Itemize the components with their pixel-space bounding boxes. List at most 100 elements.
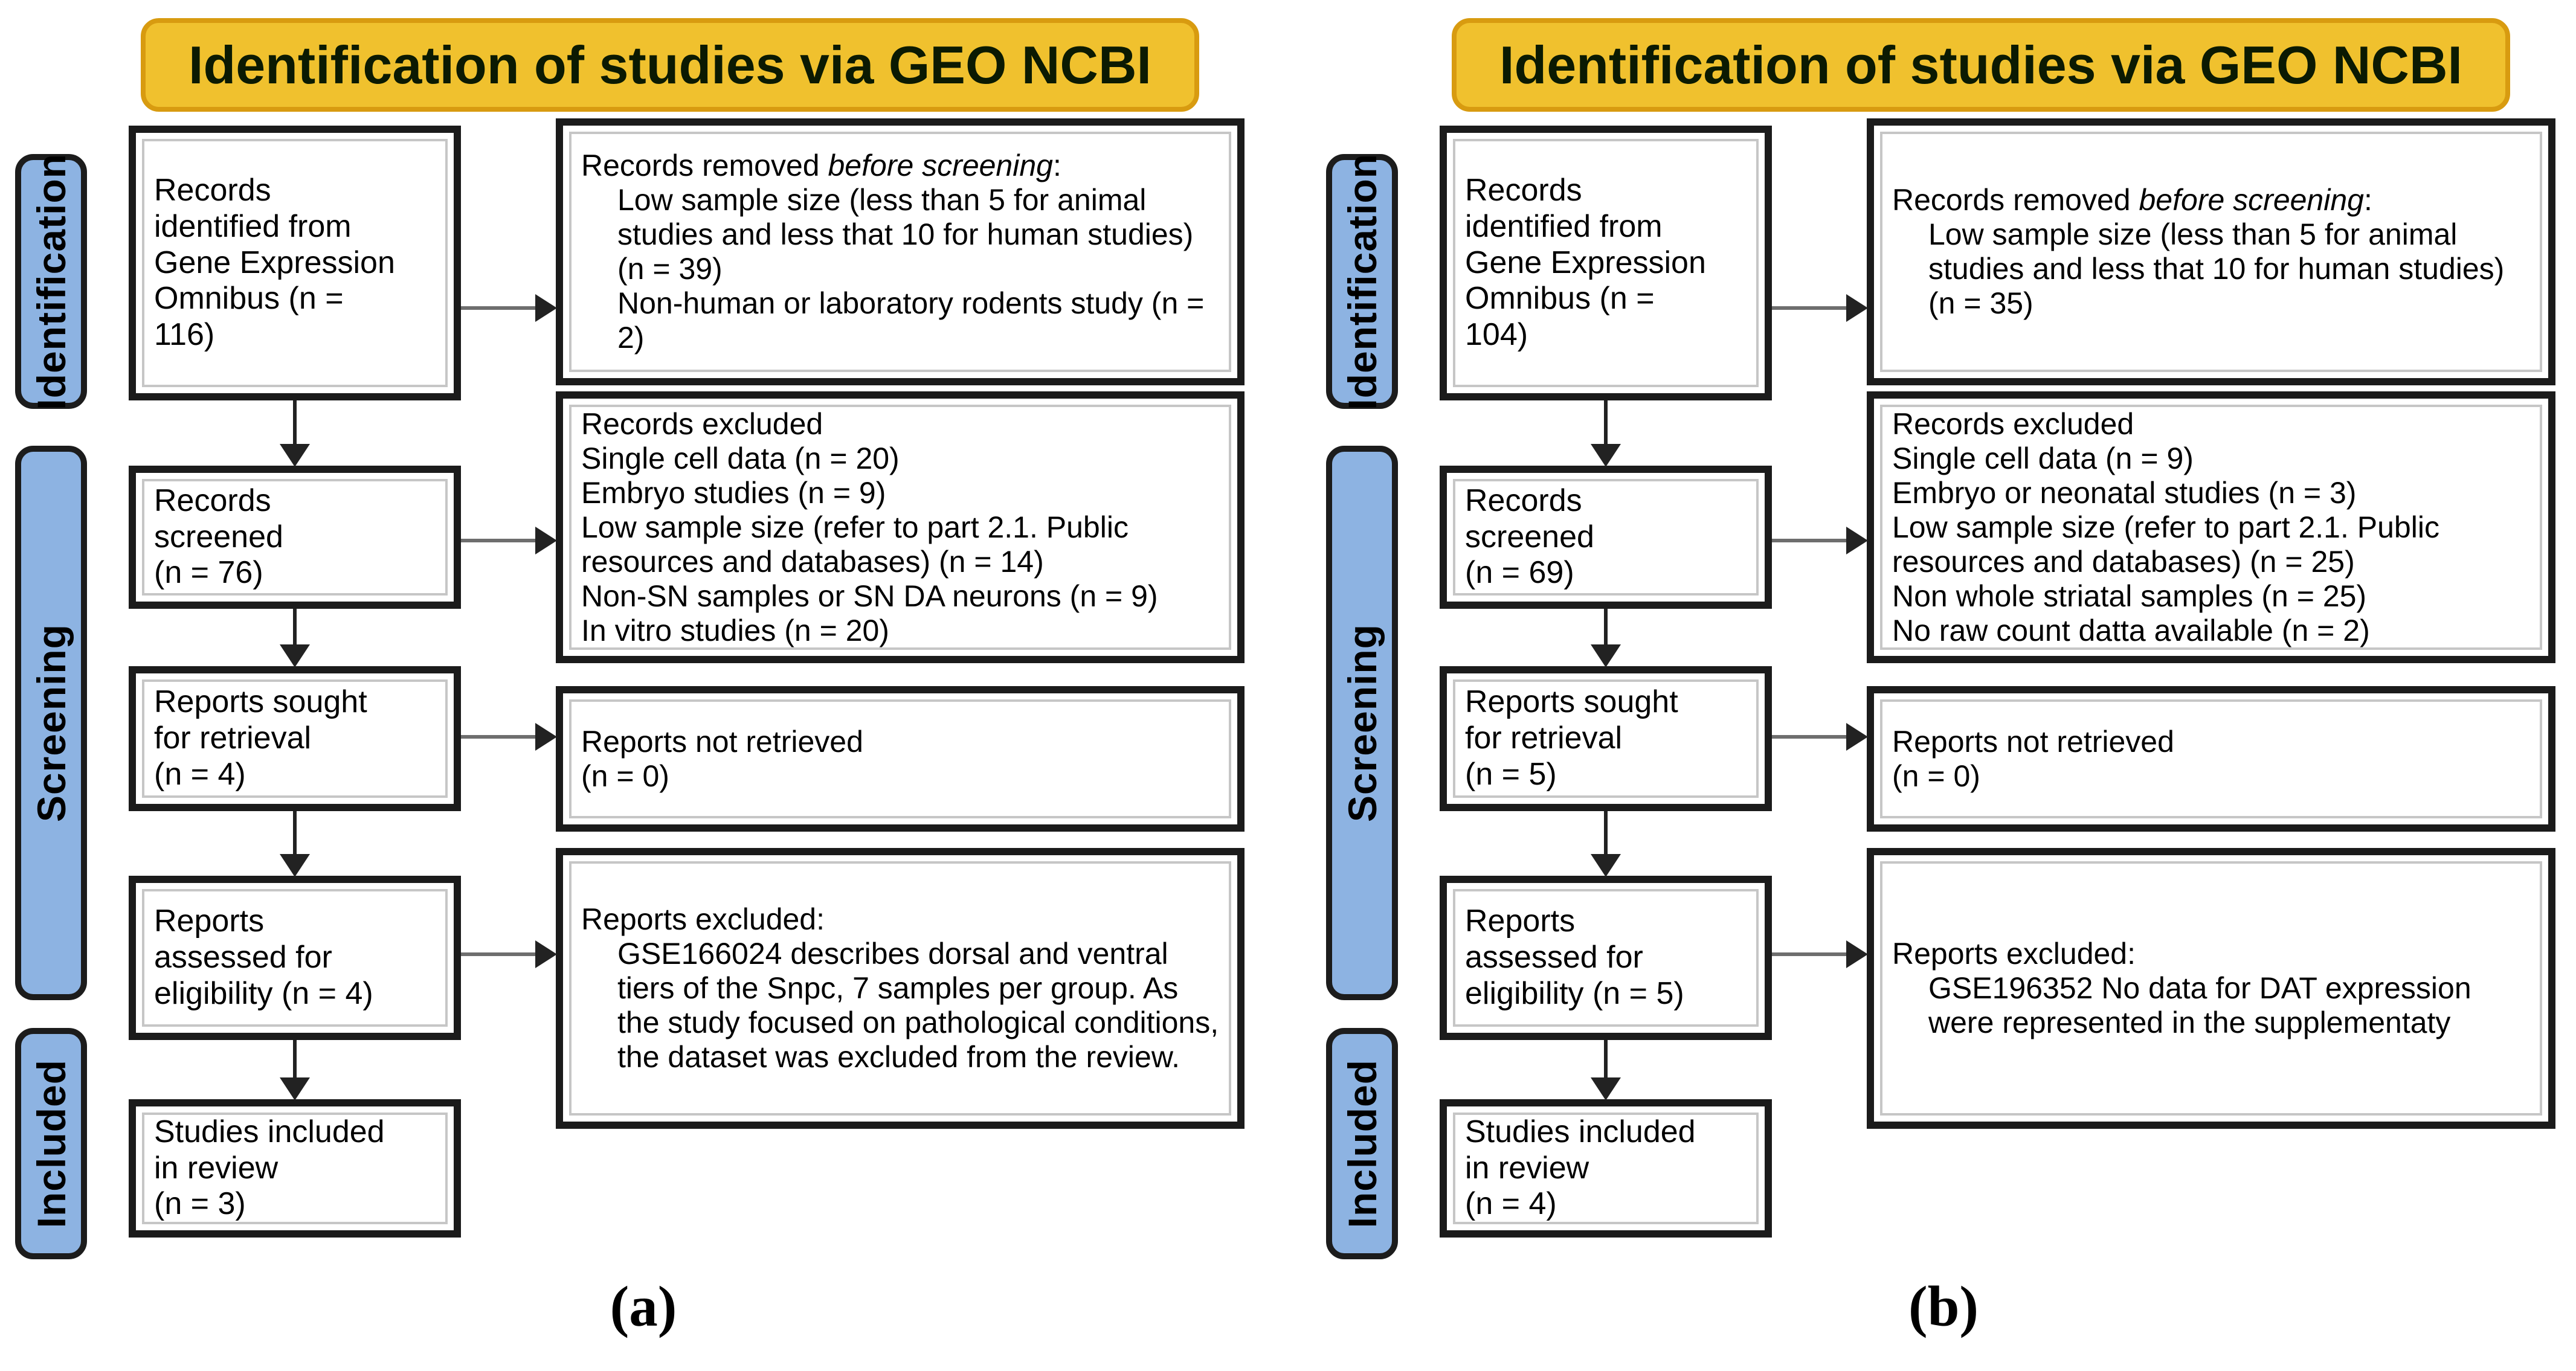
side-box-inner: Records removed before screening: Low sa… [569, 132, 1231, 372]
flow-box-reports-assessed: Reports assessed for eligibility (n = 5) [1440, 876, 1772, 1040]
records-excluded-item: Embryo or neonatal studies (n = 3) [1892, 475, 2357, 510]
records-screened-text: Records screened (n = 76) [154, 483, 283, 591]
side-box-inner: Records excluded Single cell data (n = 2… [569, 405, 1231, 650]
flow-box-inner: Reports sought for retrieval (n = 4) [142, 679, 448, 798]
arrow-identified-to-screened [1604, 400, 1608, 444]
stage-label-identification: Identification [1326, 153, 1398, 410]
caption-a: (a) [610, 1274, 677, 1338]
records-excluded-item: Embryo studies (n = 9) [581, 475, 886, 510]
records-excluded-title: Records excluded [581, 406, 823, 441]
flow-box-records-identified: Records identified from Gene Expression … [129, 126, 461, 400]
flow-box-reports-sought: Reports sought for retrieval (n = 4) [129, 666, 461, 811]
records-identified-text: Records identified from Gene Expression … [1465, 173, 1706, 353]
flow-box-reports-sought: Reports sought for retrieval (n = 5) [1440, 666, 1772, 811]
arrow-screened-to-excluded [1772, 539, 1846, 542]
records-removed-title-em: before screening [828, 149, 1053, 182]
records-excluded-item: No raw count datta available (n = 2) [1892, 613, 2370, 647]
records-excluded-title: Records excluded [1892, 406, 2134, 441]
flow-box-records-screened: Records screened (n = 69) [1440, 466, 1772, 609]
records-excluded-item: In vitro studies (n = 20) [581, 613, 889, 647]
records-removed-item: Low sample size (less than 5 for animal … [617, 183, 1194, 286]
stage-label-included: Included [15, 1028, 87, 1259]
flow-box-inner: Records identified from Gene Expression … [1453, 139, 1759, 387]
panel-a-title-bar: Identification of studies via GEO NCBI [141, 18, 1199, 112]
side-box-inner: Records removed before screening: Low sa… [1880, 132, 2542, 372]
stage-label-screening: Screening [1326, 446, 1398, 1000]
flow-box-inner: Studies included in review (n = 4) [1453, 1113, 1759, 1224]
side-box-reports-excluded: Reports excluded: GSE196352 No data for … [1867, 848, 2555, 1129]
reports-not-retrieved-text: Reports not retrieved (n = 0) [581, 724, 863, 793]
side-box-reports-excluded: Reports excluded: GSE166024 describes do… [556, 848, 1245, 1129]
panel-b-title-bar: Identification of studies via GEO NCBI [1452, 18, 2510, 112]
flow-box-studies-included: Studies included in review (n = 3) [129, 1099, 461, 1238]
reports-excluded-item: GSE166024 describes dorsal and ventral t… [617, 937, 1219, 1074]
records-identified-text: Records identified from Gene Expression … [154, 173, 395, 353]
flow-box-inner: Records screened (n = 76) [142, 479, 448, 596]
arrow-sought-to-assessed [1604, 811, 1608, 854]
records-removed-title: Records removed before screening: [581, 149, 1219, 183]
arrow-identified-to-removed [1772, 306, 1846, 310]
side-box-records-excluded: Records excluded Single cell data (n = 9… [1867, 391, 2555, 663]
reports-sought-text: Reports sought for retrieval (n = 4) [154, 684, 367, 792]
records-removed-item: Non-human or laboratory rodents study (n… [617, 286, 1205, 355]
reports-excluded-item: GSE196352 No data for DAT expression wer… [1928, 971, 2471, 1039]
side-box-inner: Reports excluded: GSE166024 describes do… [569, 861, 1231, 1116]
records-excluded-item: Non-SN samples or SN DA neurons (n = 9) [581, 579, 1158, 613]
stage-label-identification-text: Identification [1339, 153, 1385, 410]
side-box-inner: Reports not retrieved (n = 0) [569, 699, 1231, 818]
reports-excluded-title: Reports excluded: [1892, 937, 2136, 971]
panel-a: Identification of studies via GEO NCBI I… [0, 0, 1287, 1371]
records-removed-title-post: : [1052, 149, 1061, 182]
panel-b-title: Identification of studies via GEO NCBI [1499, 34, 2462, 95]
records-removed-title: Records removed before screening: [1892, 183, 2530, 217]
side-box-inner: Records excluded Single cell data (n = 9… [1880, 405, 2542, 650]
arrow-sought-to-not-retrieved [461, 735, 535, 739]
flow-box-inner: Reports assessed for eligibility (n = 4) [142, 889, 448, 1027]
records-removed-title-post: : [2363, 183, 2372, 217]
panel-a-title: Identification of studies via GEO NCBI [188, 34, 1151, 95]
stage-label-identification: Identification [15, 153, 87, 410]
reports-assessed-text: Reports assessed for eligibility (n = 4) [154, 904, 373, 1011]
flow-box-reports-assessed: Reports assessed for eligibility (n = 4) [129, 876, 461, 1040]
side-box-records-removed: Records removed before screening: Low sa… [1867, 118, 2555, 385]
arrow-assessed-to-included [293, 1040, 297, 1077]
stage-label-identification-text: Identification [28, 153, 74, 410]
caption-b: (b) [1908, 1274, 1979, 1338]
side-box-inner: Reports not retrieved (n = 0) [1880, 699, 2542, 818]
studies-included-text: Studies included in review (n = 4) [1465, 1114, 1696, 1222]
flow-box-records-screened: Records screened (n = 76) [129, 466, 461, 609]
records-removed-title-pre: Records removed [1892, 183, 2139, 217]
records-excluded-item: Single cell data (n = 20) [581, 441, 900, 475]
records-removed-item: Low sample size (less than 5 for animal … [1928, 217, 2505, 320]
flow-box-inner: Reports sought for retrieval (n = 5) [1453, 679, 1759, 798]
studies-included-text: Studies included in review (n = 3) [154, 1114, 385, 1222]
flow-box-studies-included: Studies included in review (n = 4) [1440, 1099, 1772, 1238]
arrow-screened-to-sought [1604, 609, 1608, 644]
records-screened-text: Records screened (n = 69) [1465, 483, 1594, 591]
records-excluded-item: Single cell data (n = 9) [1892, 441, 2194, 475]
records-removed-title-pre: Records removed [581, 149, 828, 182]
stage-label-screening-text: Screening [1339, 623, 1385, 823]
stage-label-included-text: Included [28, 1059, 74, 1228]
side-box-inner: Reports excluded: GSE196352 No data for … [1880, 861, 2542, 1116]
reports-not-retrieved-text: Reports not retrieved (n = 0) [1892, 724, 2174, 793]
stage-label-screening-text: Screening [28, 623, 74, 823]
stage-label-screening: Screening [15, 446, 87, 1000]
arrow-identified-to-screened [293, 400, 297, 444]
side-box-reports-not-retrieved: Reports not retrieved (n = 0) [1867, 686, 2555, 832]
reports-sought-text: Reports sought for retrieval (n = 5) [1465, 684, 1678, 792]
flow-box-inner: Records screened (n = 69) [1453, 479, 1759, 596]
side-box-records-excluded: Records excluded Single cell data (n = 2… [556, 391, 1245, 663]
side-box-records-removed: Records removed before screening: Low sa… [556, 118, 1245, 385]
arrow-assessed-to-reports-excluded [1772, 952, 1846, 956]
reports-assessed-text: Reports assessed for eligibility (n = 5) [1465, 904, 1684, 1011]
flow-box-inner: Reports assessed for eligibility (n = 5) [1453, 889, 1759, 1027]
arrow-assessed-to-included [1604, 1040, 1608, 1077]
records-removed-title-em: before screening [2139, 183, 2364, 217]
arrow-screened-to-excluded [461, 539, 535, 542]
panel-b: Identification of studies via GEO NCBI I… [1311, 0, 2576, 1371]
arrow-screened-to-sought [293, 609, 297, 644]
arrow-sought-to-assessed [293, 811, 297, 854]
reports-excluded-title: Reports excluded: [581, 902, 825, 936]
records-excluded-item: Low sample size (refer to part 2.1. Publ… [1892, 510, 2439, 579]
